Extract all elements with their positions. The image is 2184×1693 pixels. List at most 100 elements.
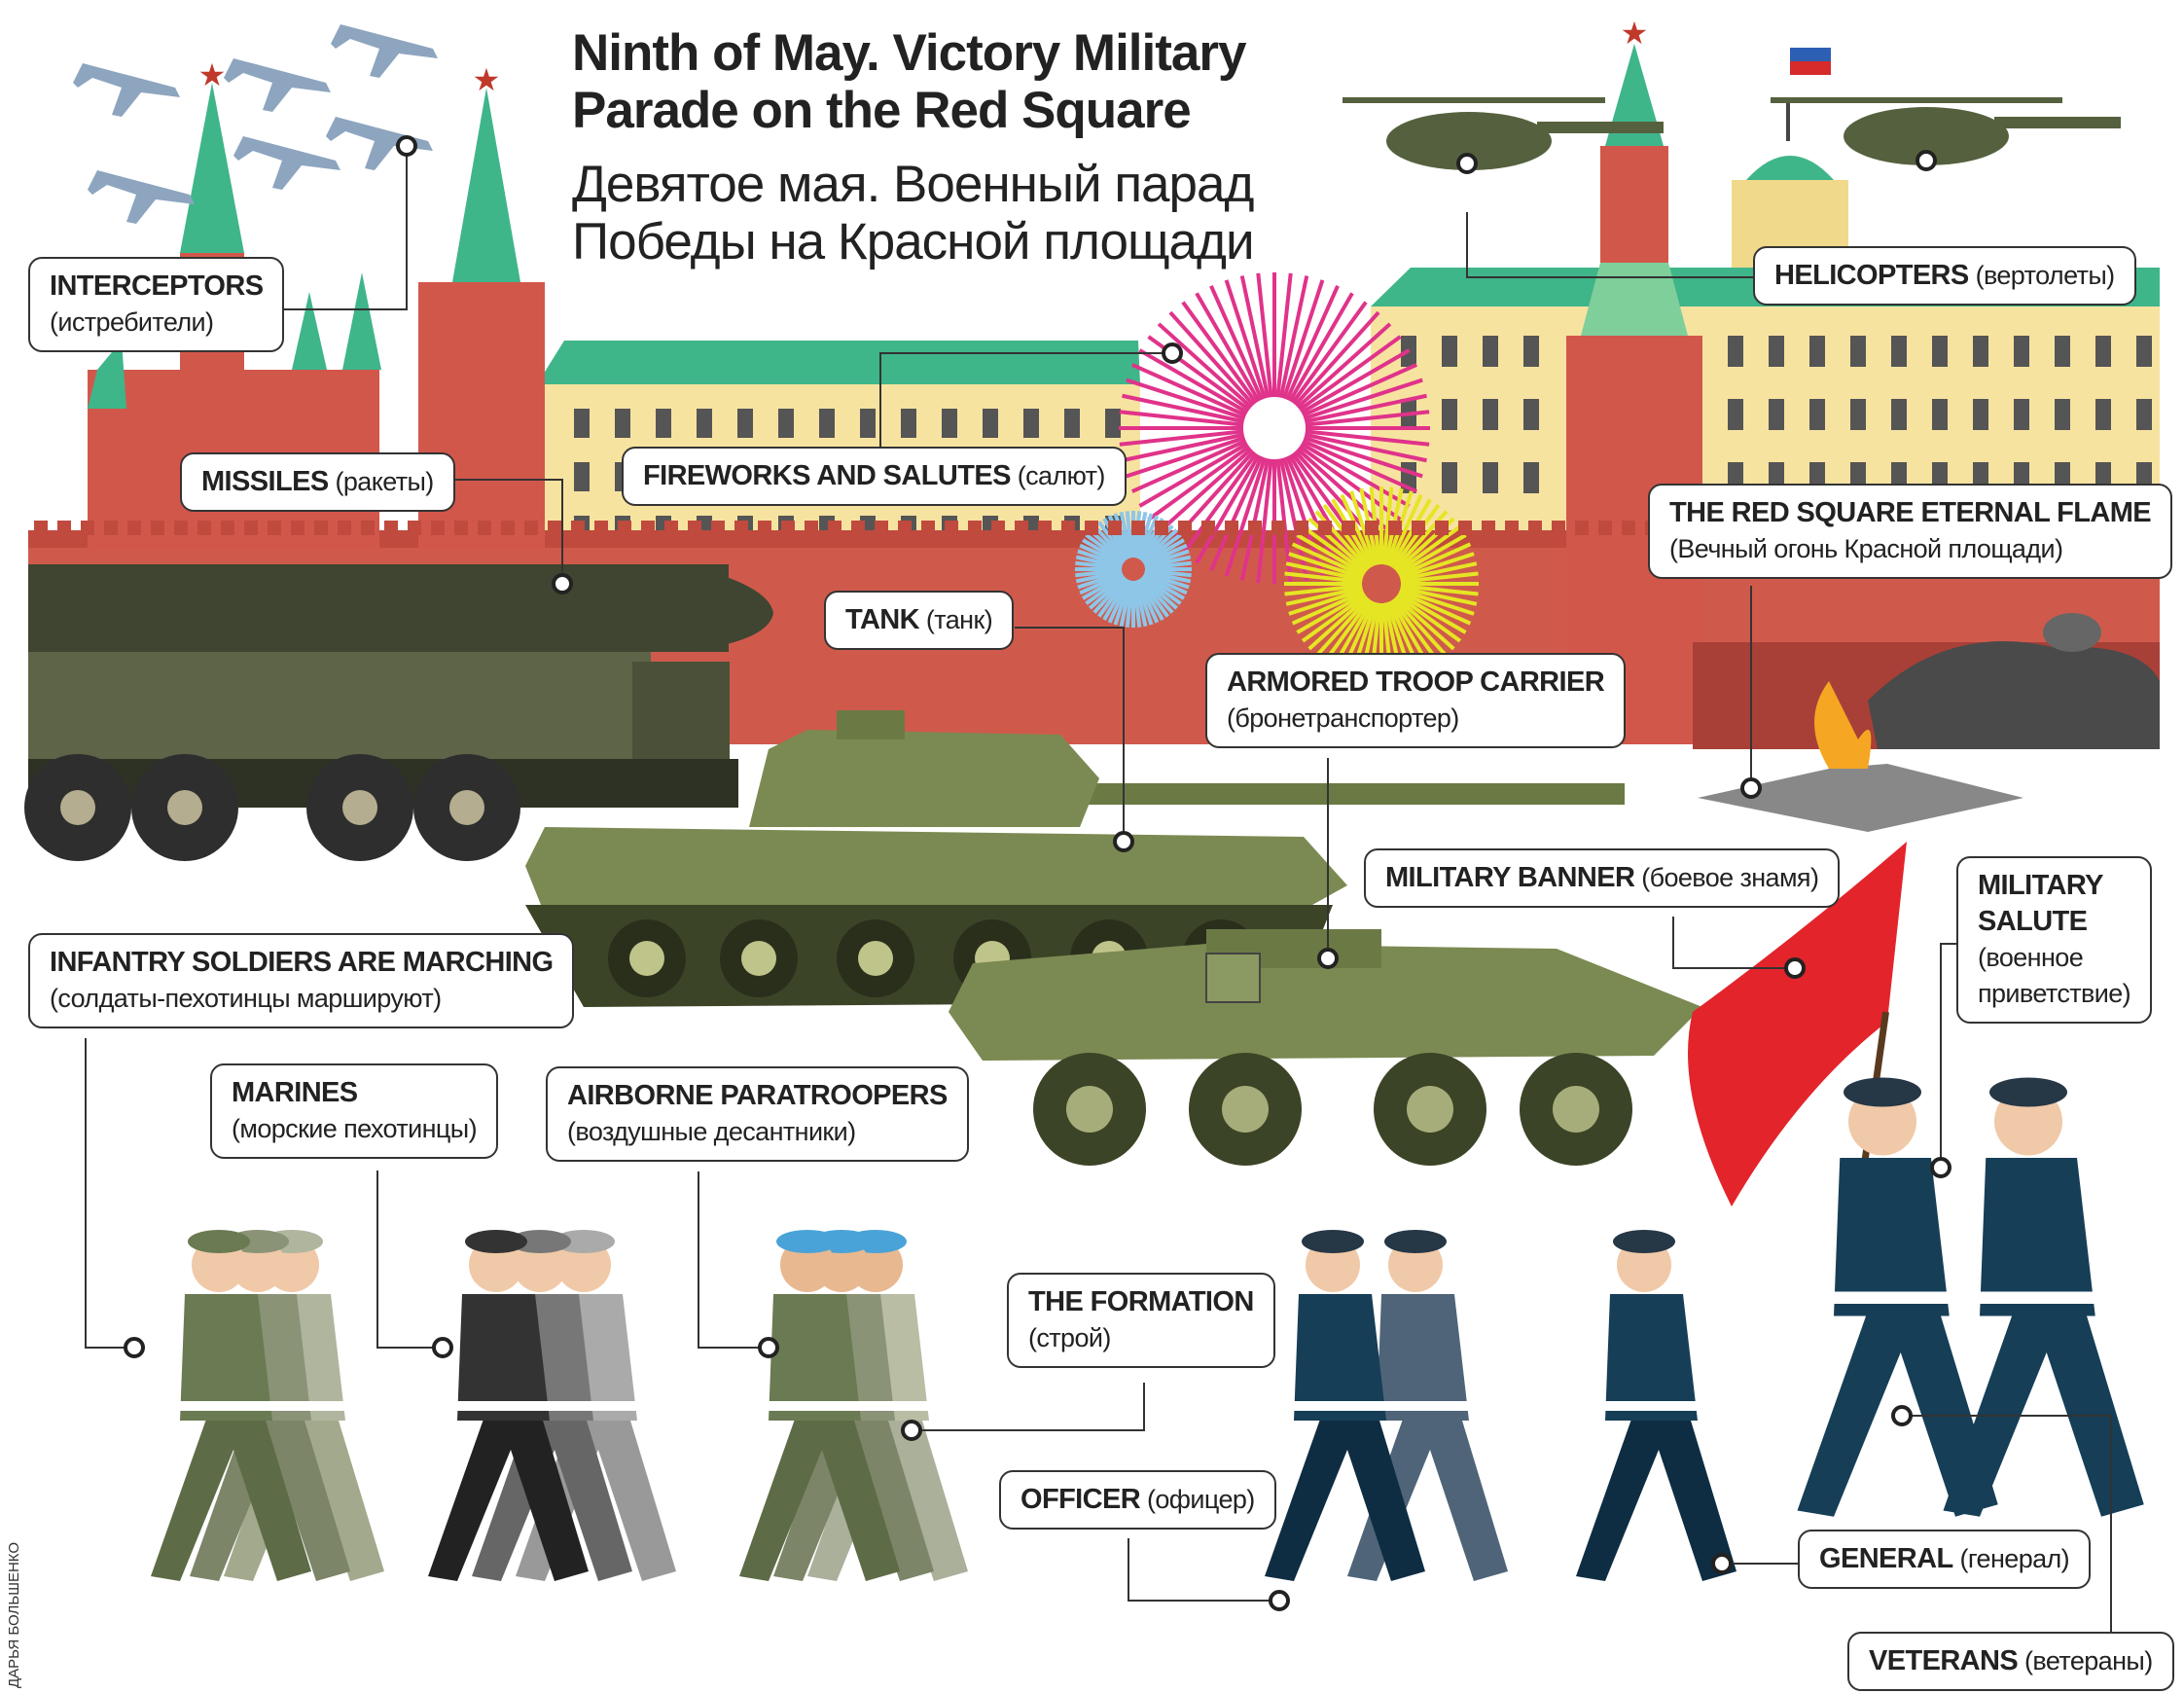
- wall-merlon: [1412, 521, 1425, 535]
- wall-merlon: [221, 521, 234, 535]
- wall-merlon: [1318, 521, 1332, 535]
- label-airborne: AIRBORNE PARATROOPERS(воздушные десантни…: [546, 1066, 969, 1162]
- leader-dot: [901, 1420, 922, 1441]
- wall-merlon: [361, 521, 375, 535]
- wall-merlon: [454, 521, 468, 535]
- wall-merlon: [1458, 521, 1472, 535]
- label-formation: THE FORMATION(строй): [1007, 1273, 1275, 1368]
- wall-merlon: [291, 521, 304, 535]
- leader-dot: [1740, 777, 1762, 799]
- wall-merlon: [1248, 521, 1262, 535]
- wall-merlon: [501, 521, 515, 535]
- wall-merlon: [758, 521, 771, 535]
- svg-text:★: ★: [198, 57, 227, 92]
- wall-merlon: [1131, 521, 1145, 535]
- wall-merlon: [127, 521, 141, 535]
- wall-merlon: [1038, 521, 1052, 535]
- helicopters: [1343, 97, 2121, 170]
- leader-dot: [396, 135, 417, 157]
- wall-merlon: [548, 521, 561, 535]
- jet-icon: [88, 170, 195, 224]
- wall-merlon: [828, 521, 841, 535]
- wall-merlon: [197, 521, 211, 535]
- wall-merlon: [1061, 521, 1075, 535]
- wall-merlon: [1435, 521, 1449, 535]
- wall-merlon: [664, 521, 678, 535]
- wall-merlon: [1575, 521, 1589, 535]
- wall-merlon: [991, 521, 1005, 535]
- wall-merlon: [711, 521, 725, 535]
- wall-merlon: [151, 521, 164, 535]
- wall-merlon: [571, 521, 585, 535]
- leader-dot: [1891, 1405, 1913, 1426]
- interceptor-jets: [73, 24, 438, 224]
- leader-dot: [1162, 342, 1183, 364]
- label-interceptors: INTERCEPTORS(истребители): [28, 257, 285, 352]
- marching-soldiers: [151, 1077, 2144, 1581]
- label-armored-troop-carrier: ARMORED TROOP CARRIER(бронетранспортер): [1205, 653, 1627, 748]
- wall-merlon: [57, 521, 71, 535]
- wall-merlon: [1388, 521, 1402, 535]
- jet-icon: [331, 24, 438, 78]
- leader-dots: [124, 135, 1951, 1611]
- armored-troop-carrier: [949, 929, 1702, 1166]
- wall-merlon: [478, 521, 491, 535]
- wall-merlon: [174, 521, 188, 535]
- leader-dot: [432, 1337, 453, 1358]
- leader-dot: [1784, 957, 1806, 979]
- leader-dot: [1711, 1553, 1733, 1574]
- leader-dot: [758, 1337, 779, 1358]
- leader-dot: [1930, 1157, 1951, 1178]
- soldier-figure: [151, 1230, 311, 1581]
- label-veterans: VETERANS (ветераны): [1847, 1632, 2174, 1691]
- wall-merlon: [1015, 521, 1028, 535]
- wall-merlon: [945, 521, 958, 535]
- wall-merlon: [1225, 521, 1238, 535]
- soldier-figure: [739, 1230, 900, 1581]
- wall-merlon: [104, 521, 118, 535]
- eternal-flame: [1693, 613, 2160, 832]
- wall-merlon: [524, 521, 538, 535]
- wall-merlon: [921, 521, 935, 535]
- leader-dot: [1113, 831, 1134, 852]
- wall-merlon: [1598, 521, 1612, 535]
- wall-merlon: [1622, 521, 1635, 535]
- wall-merlon: [1178, 521, 1192, 535]
- leader-dot: [1456, 153, 1478, 174]
- wall-merlon: [81, 521, 94, 535]
- leader-dot: [552, 573, 573, 594]
- leader-lines: [85, 146, 2112, 1632]
- wall-merlon: [898, 521, 912, 535]
- svg-text:★: ★: [1621, 16, 1649, 51]
- jet-icon: [73, 63, 180, 117]
- wall-merlon: [594, 521, 608, 535]
- wall-merlon: [408, 521, 421, 535]
- wall-merlon: [1552, 521, 1565, 535]
- wall-merlon: [1295, 521, 1308, 535]
- label-officer: OFFICER (офицер): [999, 1470, 1276, 1530]
- wall-merlon: [968, 521, 982, 535]
- label-eternal-flame: THE RED SQUARE ETERNAL FLAME(Вечный огон…: [1648, 484, 2173, 579]
- soldier-figure: [1576, 1230, 1736, 1581]
- wall-merlon: [618, 521, 631, 535]
- wall-merlon: [875, 521, 888, 535]
- wall-merlon: [384, 521, 398, 535]
- soldier-figure: [1797, 1077, 1998, 1517]
- label-missiles: MISSILES (ракеты): [180, 452, 455, 512]
- wall-merlon: [1085, 521, 1098, 535]
- fireworks: [1075, 272, 1479, 681]
- wall-merlon: [641, 521, 655, 535]
- wall-merlon: [268, 521, 281, 535]
- label-general: GENERAL (генерал): [1798, 1530, 2092, 1589]
- missile-launcher-truck: [24, 564, 773, 861]
- label-marines: MARINES(морские пехотинцы): [210, 1063, 498, 1159]
- leader-dot: [1317, 948, 1339, 969]
- wall-merlon: [1155, 521, 1168, 535]
- wall-merlon: [431, 521, 445, 535]
- label-tank: TANK (танк): [824, 591, 1015, 650]
- label-helicopters: HELICOPTERS (вертолеты): [1753, 246, 2136, 306]
- wall-merlon: [1365, 521, 1378, 535]
- wall-merlon: [1342, 521, 1355, 535]
- label-infantry: INFANTRY SOLDIERS ARE MARCHING(солдаты-п…: [28, 933, 575, 1028]
